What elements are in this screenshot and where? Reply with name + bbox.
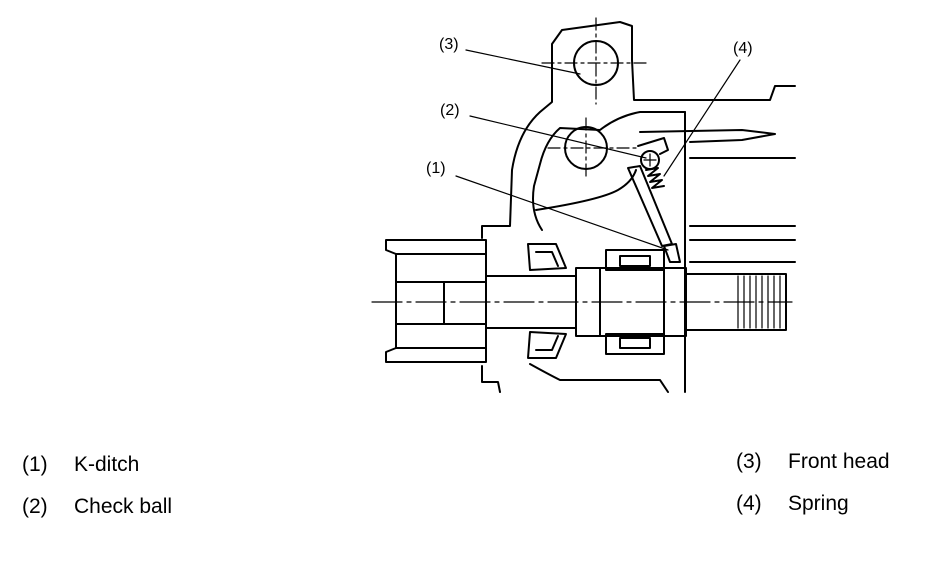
housing-lower-left xyxy=(481,365,501,393)
leader-1 xyxy=(455,175,669,251)
bearing-upper xyxy=(605,249,665,271)
callout-2: (2) xyxy=(440,102,460,119)
leader-4 xyxy=(663,59,741,177)
callout-1: (1) xyxy=(426,160,446,177)
bearing-lower-roller xyxy=(619,337,651,349)
housing-inner-outline xyxy=(532,111,686,231)
check-ball-cap xyxy=(637,137,669,155)
legend-text-2: Check ball xyxy=(74,495,173,518)
oil-seal-upper xyxy=(527,243,567,271)
input-shaft-end xyxy=(385,239,487,363)
legend-num-3: (3) xyxy=(736,450,762,473)
bearing-upper-roller xyxy=(619,255,651,267)
output-shaft xyxy=(685,273,787,331)
spline-teeth xyxy=(737,275,781,329)
leader-lines xyxy=(455,49,741,251)
bearing-lower xyxy=(605,333,665,355)
housing-lower-mid xyxy=(529,363,669,393)
oil-seal-upper-lip xyxy=(535,251,559,267)
oil-seal-lower xyxy=(527,331,567,359)
housing-outline xyxy=(481,21,796,239)
legend-text-1: K-ditch xyxy=(74,453,140,476)
legend-num-4: (4) xyxy=(736,492,762,515)
spring xyxy=(645,167,665,189)
oil-seal-lower-lip xyxy=(535,335,559,351)
leader-2 xyxy=(469,115,647,159)
flange-top xyxy=(639,129,776,143)
callout-4: (4) xyxy=(733,40,753,57)
spring-channel xyxy=(627,165,673,247)
legend-text-3: Front head xyxy=(788,450,890,473)
legend-text-4: Spring xyxy=(788,492,849,515)
legend-num-1: (1) xyxy=(22,453,48,476)
shaft-bore xyxy=(395,281,487,325)
leader-3 xyxy=(465,49,581,75)
legend-num-2: (2) xyxy=(22,495,48,518)
k-ditch xyxy=(663,243,681,263)
callout-3: (3) xyxy=(439,36,459,53)
